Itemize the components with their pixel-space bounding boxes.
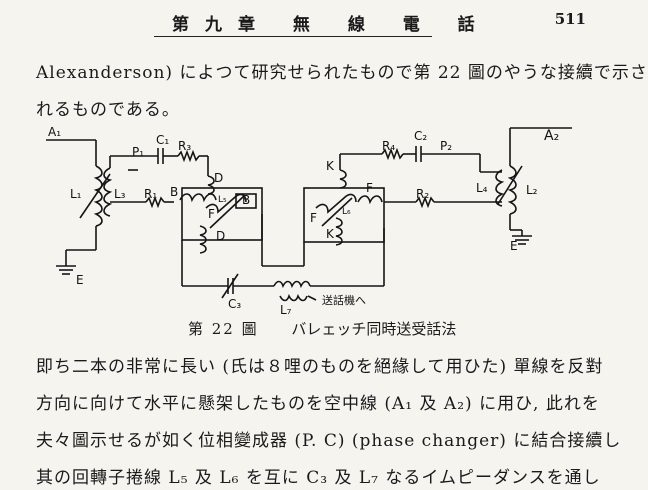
label-d-bottom: D xyxy=(216,229,225,243)
label-r1: R₁ xyxy=(144,187,157,201)
resistor-r2 xyxy=(384,195,502,209)
label-l1: L₁ xyxy=(70,187,82,201)
label-r4: R₄ xyxy=(382,139,395,153)
left-antenna xyxy=(46,139,97,166)
label-p1: P₁ xyxy=(132,145,144,159)
bottom-interconnect xyxy=(182,265,384,302)
label-l4: L₄ xyxy=(476,181,488,195)
figure-title: バレェッチ同時送受話法 xyxy=(291,320,457,338)
label-k-top: K xyxy=(326,159,335,173)
right-ground-icon xyxy=(512,230,532,245)
left-ground-icon xyxy=(56,249,96,275)
page-number: 511 xyxy=(554,10,586,28)
label-l2: L₂ xyxy=(526,183,538,197)
label-l7: L₇ xyxy=(280,303,292,317)
label-c2: C₂ xyxy=(414,129,427,143)
right-upper-circuit xyxy=(339,146,502,189)
book-page: 第九章 無 線 電 話 511 Alexanderson) によつて研究せられた… xyxy=(36,6,647,488)
label-l3: L₃ xyxy=(114,187,126,201)
label-e-right: E xyxy=(510,239,518,253)
label-f-inner: F xyxy=(310,211,317,225)
label-l6: L₆ xyxy=(342,207,351,217)
text-line-4: 方向に向けて水平に懸架したものを空中線 (A₁ 及 A₂) に用ひ, 此れを xyxy=(36,394,600,414)
label-a1: A₁ xyxy=(48,125,61,139)
label-b-left: B xyxy=(170,185,178,199)
label-r2: R₂ xyxy=(416,187,429,201)
left-phase-changer xyxy=(179,187,263,286)
text-line-5: 夫々圖示せるが如く位相變成器 (P. C) (phase changer) に結… xyxy=(36,431,622,451)
figure-number: 第 22 圖 xyxy=(188,320,259,338)
label-c1: C₁ xyxy=(156,133,169,147)
right-antenna xyxy=(509,127,572,166)
text-line-2: れるものである。 xyxy=(36,100,180,120)
label-p2: P₂ xyxy=(440,139,452,153)
label-l5: L₅ xyxy=(218,195,227,205)
resistor-r1 xyxy=(110,195,174,209)
coil-l4-l2 xyxy=(495,165,523,231)
running-header: 第九章 無 線 電 話 511 xyxy=(150,6,590,35)
label-r3: R₃ xyxy=(178,139,191,153)
label-c3: C₃ xyxy=(228,297,241,311)
figure-caption: 第 22 圖 バレェッチ同時送受話法 xyxy=(188,318,456,339)
chapter-title: 第九章 無 線 電 話 xyxy=(172,15,491,35)
label-f-right: F xyxy=(366,181,373,195)
left-upper-circuit xyxy=(109,148,215,195)
header-rule xyxy=(154,36,432,37)
label-telephone: 送話機へ xyxy=(322,293,366,307)
coil-l1-l3 xyxy=(79,165,113,250)
text-line-3: 即ち二本の非常に長い (氏は８哩のものを絕緣して用ひた) 單線を反對 xyxy=(36,357,604,377)
text-line-1: Alexanderson) によつて研究せられたもので第 22 圖のやうな接續で… xyxy=(36,63,648,83)
label-d-top: D xyxy=(214,171,223,185)
diagram-labels: A₁ A₂ L₁ L₃ L₄ L₂ C₁ R₃ P₁ R₁ B D L₅ B F… xyxy=(48,125,559,317)
right-phase-changer xyxy=(303,187,385,286)
label-b-right: B xyxy=(242,193,250,207)
label-f-left: F xyxy=(208,207,215,221)
label-e-left: E xyxy=(76,273,84,287)
label-k-bottom: K xyxy=(326,227,335,241)
circuit-diagram: A₁ A₂ L₁ L₃ L₄ L₂ C₁ R₃ P₁ R₁ B D L₅ B F… xyxy=(46,125,572,317)
text-line-6: 其の回轉子捲線 L₅ 及 L₆ を互に C₃ 及 L₇ なるイムピーダンスを通し xyxy=(36,468,601,488)
label-a2: A₂ xyxy=(544,128,559,144)
